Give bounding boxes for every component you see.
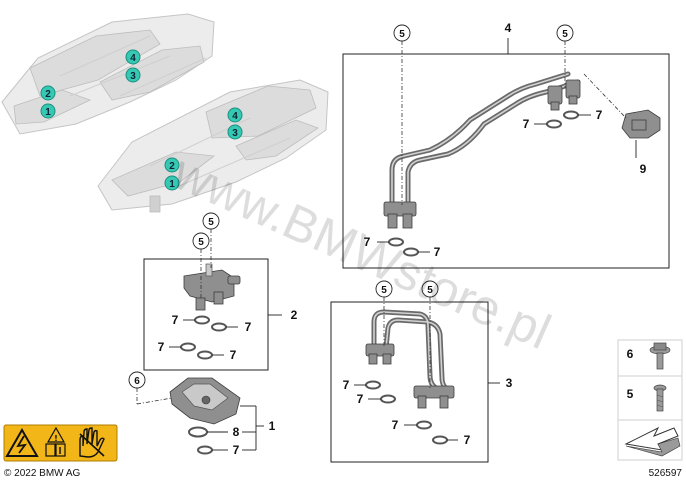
group-4-coolant-line: 4 9 5 5 [342,21,670,269]
arrow-icon [624,426,681,457]
legend-label-5: 5 [627,387,634,401]
no-touch-hand-icon [79,427,105,458]
bolt-6-icon [649,342,671,370]
part-label-7: 7 [158,340,165,354]
svg-text:4: 4 [232,111,238,122]
svg-text:1: 1 [169,179,175,190]
read-manual-icon: ! [45,426,66,457]
svg-text:2: 2 [169,161,175,172]
teal-marker-1-rear: 1 [40,103,56,119]
svg-text:3: 3 [232,128,238,139]
svg-text:5: 5 [381,285,387,296]
diagram-number: 526597 [649,468,683,479]
callout-6: 6 [128,371,173,405]
electrical-hazard-icon [5,427,39,457]
svg-text:6: 6 [134,376,140,387]
part-label-7: 7 [464,433,471,447]
svg-text:5: 5 [208,217,214,228]
group-2-connector: 2 5 5 7 7 7 7 [143,212,298,371]
part-label-4: 4 [505,21,512,35]
part-label-7: 7 [172,313,179,327]
svg-text:4: 4 [130,53,136,64]
svg-text:5: 5 [198,237,204,248]
svg-text:3: 3 [130,71,136,82]
callout-5-mid: 5 [192,232,210,298]
svg-text:5: 5 [427,285,433,296]
group-3-coolant-lines: 3 5 5 7 7 7 7 [330,280,513,463]
part-label-7: 7 [392,418,399,432]
teal-marker-4-rear: 4 [125,49,141,65]
part-label-7: 7 [233,443,240,457]
screw-5-icon [653,384,667,412]
callout-5-right: 5 [421,280,439,388]
svg-text:!: ! [54,434,58,443]
callout-5-right: 5 [556,24,574,88]
group-1-cover-plate: 6 1 8 7 [128,371,276,457]
teal-marker-3-front: 3 [227,124,243,140]
fastener-legend: 6 5 [617,339,683,461]
part-label-7: 7 [343,378,350,392]
part-label-7: 7 [364,235,371,249]
callout-5-top: 5 [202,212,220,268]
part-label-9: 9 [640,162,647,176]
callout-5-left: 5 [375,280,393,346]
part-label-8: 8 [233,425,240,439]
teal-marker-1-front: 1 [164,175,180,191]
part-label-2: 2 [291,308,298,322]
part-label-7: 7 [245,320,252,334]
part-label-7: 7 [596,108,603,122]
part-label-3: 3 [506,376,513,390]
teal-marker-2-rear: 2 [40,85,56,101]
part-label-7: 7 [523,117,530,131]
part-label-7: 7 [357,392,364,406]
callout-5-left: 5 [393,24,411,205]
copyright-text: © 2022 BMW AG [4,468,81,479]
svg-text:2: 2 [45,89,51,100]
svg-text:5: 5 [562,29,568,40]
part-label-7: 7 [230,348,237,362]
part-label-7: 7 [434,245,441,259]
svg-text:5: 5 [399,29,405,40]
teal-marker-2-front: 2 [164,157,180,173]
teal-marker-3-rear: 3 [125,67,141,83]
legend-label-6: 6 [627,347,634,361]
teal-marker-4-front: 4 [227,107,243,123]
part-label-1: 1 [269,419,276,433]
warning-label: ! [3,424,118,462]
svg-text:1: 1 [45,107,51,118]
